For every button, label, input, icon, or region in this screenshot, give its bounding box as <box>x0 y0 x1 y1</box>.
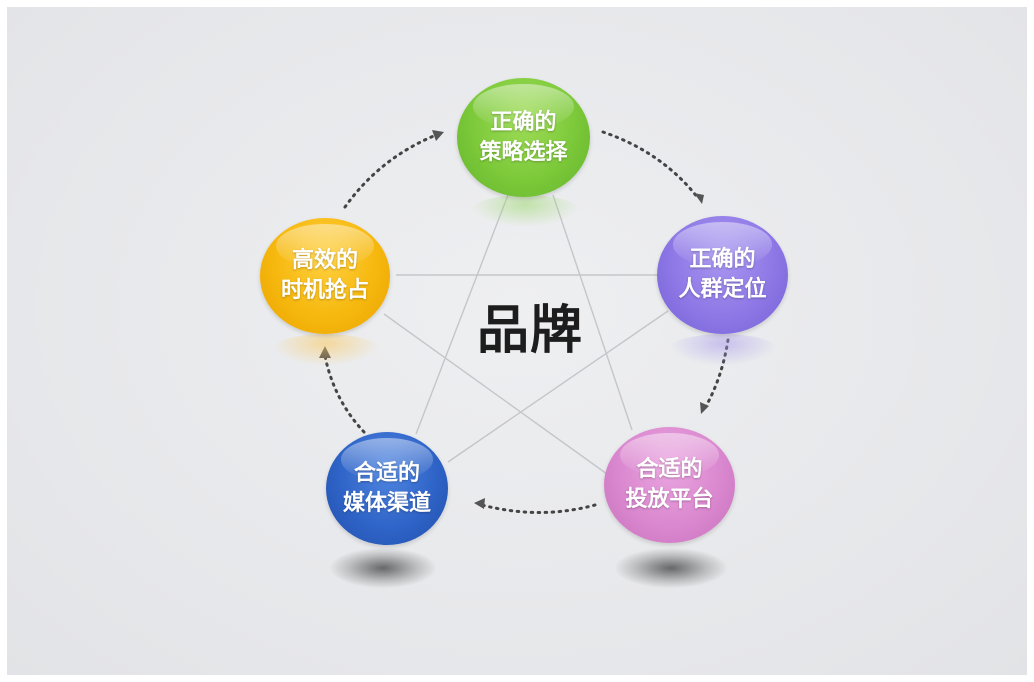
center-title: 品牌 <box>476 301 583 361</box>
node-strategy: 正确的 策略选择 <box>457 78 590 197</box>
node-media-line1: 合适的 <box>353 460 420 486</box>
node-timing-line1: 高效的 <box>291 248 358 273</box>
timing-reflection <box>272 334 380 366</box>
audience-reflection <box>668 334 778 366</box>
star-lines <box>383 194 669 475</box>
node-strategy-line1: 正确的 <box>490 109 557 135</box>
strategy-reflection <box>470 195 580 227</box>
media-shadow <box>330 548 436 588</box>
platform-shadow <box>615 548 727 588</box>
node-audience-line2: 人群定位 <box>678 277 767 302</box>
node-media: 合适的 媒体渠道 <box>326 432 448 545</box>
node-strategy-line2: 策略选择 <box>479 139 568 165</box>
node-platform: 合适的 投放平台 <box>604 427 735 543</box>
node-audience: 正确的 人群定位 <box>657 216 788 334</box>
node-platform-line1: 合适的 <box>636 457 703 482</box>
node-timing-line2: 时机抢占 <box>280 278 369 303</box>
node-audience-line1: 正确的 <box>689 247 756 272</box>
node-timing: 高效的 时机抢占 <box>260 218 390 334</box>
node-platform-line2: 投放平台 <box>625 487 714 512</box>
node-media-line2: 媒体渠道 <box>342 490 431 516</box>
